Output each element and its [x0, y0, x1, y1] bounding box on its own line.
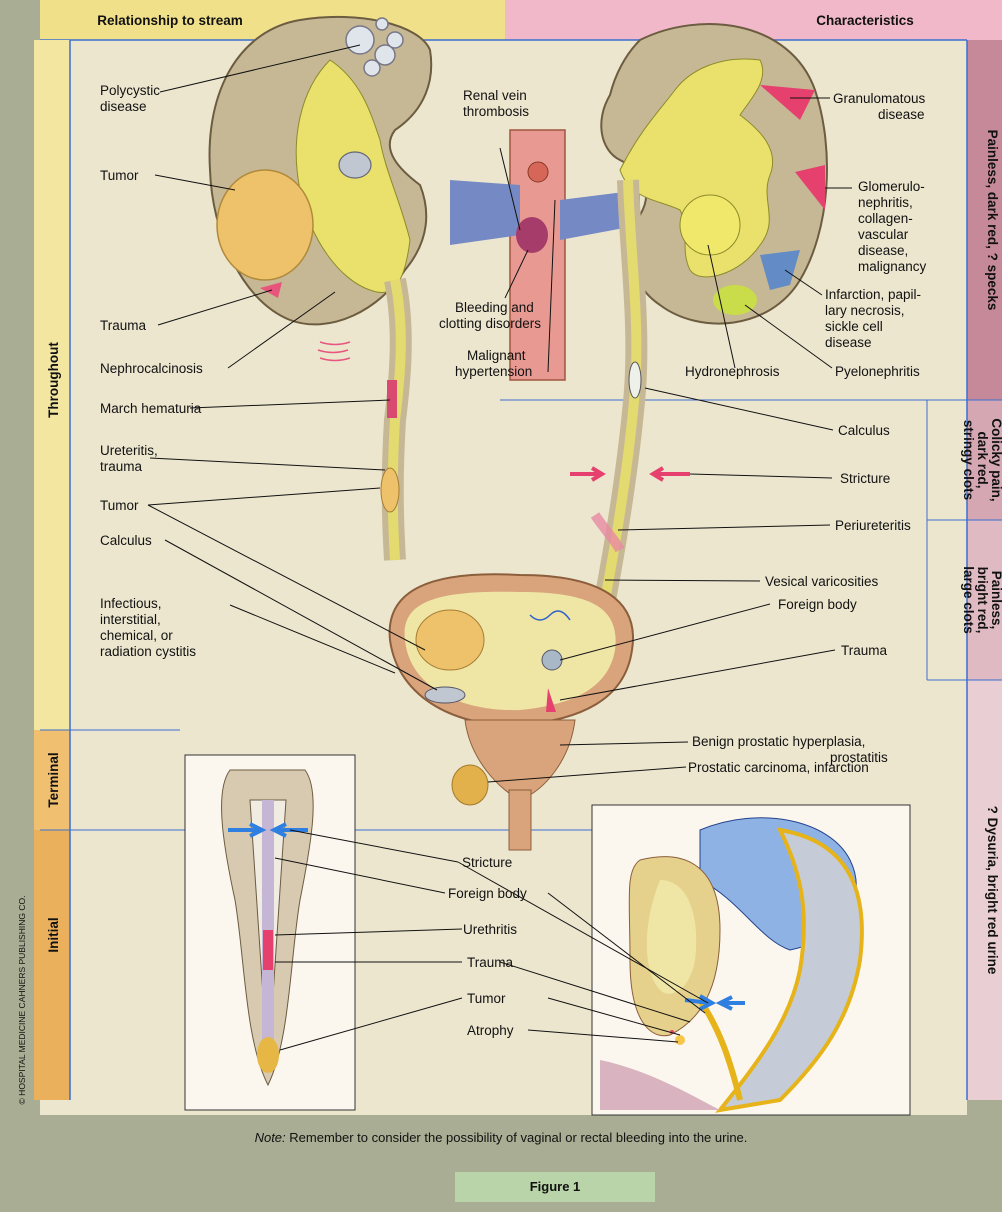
svg-text:bright red,: bright red, [975, 567, 990, 634]
svg-text:vascular: vascular [858, 227, 909, 242]
char-dysuria: ? Dysuria, bright red urine [985, 806, 1000, 975]
svg-text:dark red,: dark red, [975, 431, 990, 488]
header-right: Characteristics [816, 13, 914, 28]
svg-text:hypertension: hypertension [455, 364, 532, 379]
svg-text:disease: disease [825, 335, 872, 350]
svg-text:stringy clots: stringy clots [961, 420, 976, 500]
svg-text:Benign prostatic hyperplasia,: Benign prostatic hyperplasia, [692, 734, 865, 749]
svg-text:radiation cystitis: radiation cystitis [100, 644, 196, 659]
label-trauma-bladder: Trauma [841, 643, 888, 658]
svg-text:Glomerulo-: Glomerulo- [858, 179, 925, 194]
figure-label: Figure 1 [455, 1172, 655, 1202]
svg-text:lary necrosis,: lary necrosis, [825, 303, 905, 318]
svg-text:chemical, or: chemical, or [100, 628, 173, 643]
label-stricture-ureter: Stricture [840, 471, 890, 486]
section-terminal: Terminal [46, 752, 61, 807]
label-trauma-urethra: Trauma [467, 955, 514, 970]
label-hydronephrosis: Hydronephrosis [685, 364, 780, 379]
label-malignant-hypertension: Malignant hypertension [455, 348, 532, 379]
svg-text:thrombosis: thrombosis [463, 104, 529, 119]
note-text: Remember to consider the possibility of … [286, 1130, 748, 1145]
header-left: Relationship to stream [97, 13, 243, 28]
svg-text:nephritis,: nephritis, [858, 195, 913, 210]
svg-text:disease,: disease, [858, 243, 908, 258]
left-kidney [210, 17, 432, 325]
section-throughout: Throughout [46, 342, 61, 418]
svg-text:sickle cell: sickle cell [825, 319, 883, 334]
label-pyelonephritis: Pyelonephritis [835, 364, 920, 379]
label-urethritis: Urethritis [463, 922, 517, 937]
label-tumor-urethra: Tumor [467, 991, 506, 1006]
svg-text:disease: disease [100, 99, 147, 114]
svg-text:Infectious,: Infectious, [100, 596, 162, 611]
label-renal-vein-thrombosis: Renal vein thrombosis [463, 88, 529, 119]
svg-text:Polycystic: Polycystic [100, 83, 160, 98]
svg-text:collagen-: collagen- [858, 211, 913, 226]
label-nephrocalcinosis: Nephrocalcinosis [100, 361, 203, 376]
label-vesical-varicosities: Vesical varicosities [765, 574, 879, 589]
svg-text:disease: disease [878, 107, 925, 122]
label-calculus-right: Calculus [838, 423, 890, 438]
svg-text:Granulomatous: Granulomatous [833, 91, 926, 106]
label-bleeding-clotting: Bleeding and clotting disorders [439, 300, 541, 331]
footnote: Note: Remember to consider the possibili… [0, 1130, 1002, 1145]
label-atrophy: Atrophy [467, 1023, 514, 1038]
label-tumor-kidney: Tumor [100, 168, 139, 183]
svg-text:large clots: large clots [961, 566, 976, 634]
svg-text:Malignant: Malignant [467, 348, 526, 363]
section-initial: Initial [46, 917, 61, 952]
note-prefix: Note: [255, 1130, 286, 1145]
svg-text:trauma: trauma [100, 459, 143, 474]
label-foreign-body-urethra: Foreign body [448, 886, 527, 901]
svg-text:malignancy: malignancy [858, 259, 927, 274]
label-trauma-kidney: Trauma [100, 318, 147, 333]
label-prostatic-carcinoma: Prostatic carcinoma, infarction [688, 760, 869, 775]
initial-band [34, 830, 70, 1100]
label-march-hematuria: March hematuria [100, 401, 202, 416]
copyright: © HOSPITAL MEDICINE CAHNERS PUBLISHING C… [17, 896, 27, 1105]
label-calculus-left: Calculus [100, 533, 152, 548]
label-foreign-body-bladder: Foreign body [778, 597, 857, 612]
svg-text:clotting disorders: clotting disorders [439, 316, 541, 331]
svg-text:Infarction, papil-: Infarction, papil- [825, 287, 921, 302]
svg-text:interstitial,: interstitial, [100, 612, 161, 627]
label-stricture-urethra: Stricture [462, 855, 512, 870]
char-painless-dark: Painless, dark red, ? specks [985, 130, 1000, 311]
label-periureteritis: Periureteritis [835, 518, 911, 533]
char-painless-bright: Painless, bright red, large clots [961, 566, 1002, 634]
svg-text:Bleeding and: Bleeding and [455, 300, 534, 315]
label-tumor-ureter: Tumor [100, 498, 139, 513]
ureter-trauma-mark [387, 380, 397, 418]
svg-text:Ureteritis,: Ureteritis, [100, 443, 158, 458]
svg-text:Renal vein: Renal vein [463, 88, 527, 103]
